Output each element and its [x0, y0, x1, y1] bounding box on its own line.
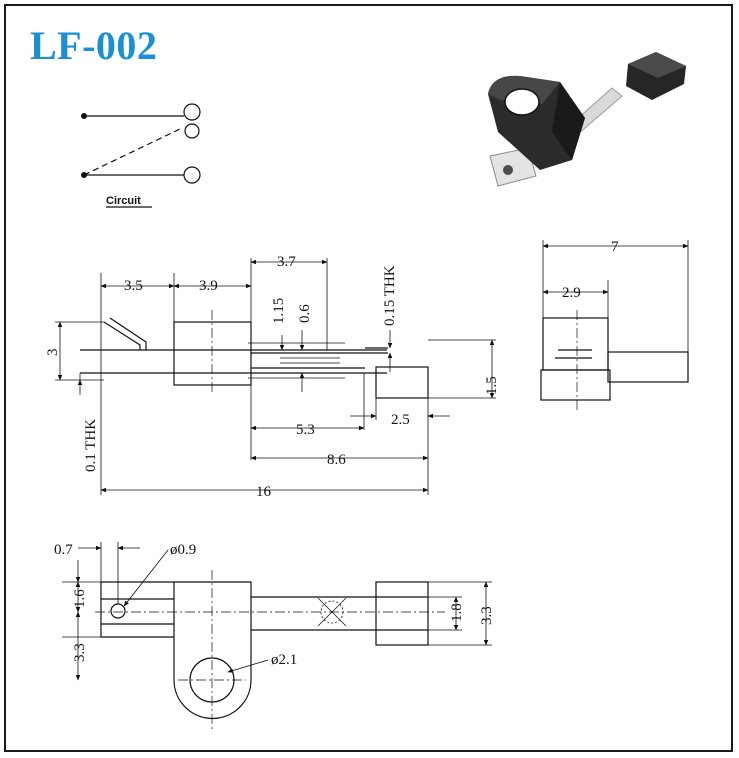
dim-3: 3: [45, 349, 61, 357]
dim-1-5: 1.5: [484, 376, 500, 395]
dim-3-9: 3.9: [199, 278, 218, 294]
product-photo: [488, 52, 686, 187]
dim-1-6: 1.6: [72, 589, 88, 608]
dim-2-9: 2.9: [562, 285, 581, 301]
end-view: 7 2.9: [540, 239, 689, 410]
dim-1-15: 1.15: [271, 298, 287, 324]
dim-phi-2-1: ø2.1: [271, 652, 297, 668]
dim-7: 7: [611, 239, 619, 255]
dim-16: 16: [256, 484, 272, 500]
dim-3-3-left: 3.3: [72, 643, 88, 662]
dim-3-3-right: 3.3: [479, 606, 495, 625]
dim-0-6: 0.6: [297, 304, 313, 323]
dim-0-15-thk: 0.15 THK: [382, 265, 398, 326]
dim-8-6: 8.6: [327, 452, 346, 468]
side-view: 3.5 3.9 3.7 3 1.15 0.6 0.15 THK 1.5 0.1 …: [45, 254, 500, 500]
dim-5-3: 5.3: [296, 422, 315, 438]
dim-2-5: 2.5: [391, 412, 410, 428]
dim-1-8: 1.8: [449, 603, 465, 622]
circuit-label: Circuit: [106, 195, 141, 207]
part-title: LF-002: [30, 23, 158, 68]
dim-0-7: 0.7: [54, 542, 73, 558]
top-view: 0.7 ø0.9 1.6 3.3 ø2.1 1.8 3.3: [54, 542, 495, 730]
dim-0-1-thk: 0.1 THK: [83, 419, 99, 472]
circuit-symbol: Circuit: [81, 103, 201, 208]
drawing-frame: [4, 4, 733, 752]
dim-phi-0-9: ø0.9: [170, 542, 196, 558]
dim-3-5: 3.5: [124, 278, 143, 294]
dim-3-7: 3.7: [277, 254, 296, 270]
